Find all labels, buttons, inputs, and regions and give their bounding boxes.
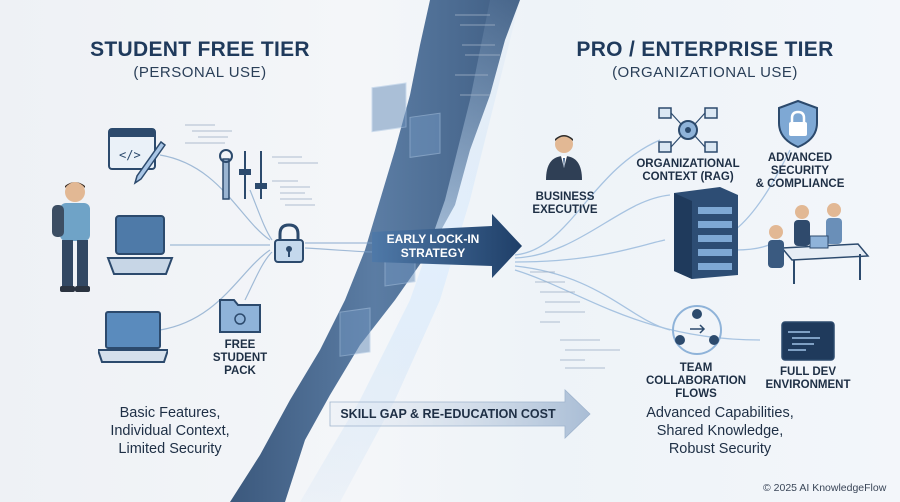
- right-summary: Advanced Capabilities, Shared Knowledge,…: [646, 405, 794, 457]
- light-bridge: [300, 0, 520, 502]
- code-editor-icon: </>: [108, 128, 167, 185]
- left-summary: Basic Features, Individual Context, Limi…: [110, 405, 230, 457]
- folder-icon: [219, 299, 261, 333]
- right-title: PRO / ENTERPRISE TIER: [576, 38, 834, 61]
- team-collaboration-icon: [672, 305, 722, 355]
- shield-icon: [778, 99, 818, 149]
- lock-icon: [274, 223, 304, 263]
- right-subtitle: (ORGANIZATIONAL USE): [612, 64, 798, 81]
- copyright-footer: © 2025 AI KnowledgeFlow: [763, 482, 887, 494]
- network-gear-icon: [658, 107, 718, 153]
- free-student-pack-label: FREE STUDENT PACK: [212, 339, 268, 377]
- laptop-icon: [98, 311, 168, 363]
- organizational-context-label: ORGANIZATIONAL CONTEXT (RAG): [636, 158, 740, 183]
- svg-text:</>: </>: [119, 148, 141, 162]
- tools-icon: [219, 149, 267, 200]
- lock-in-label: EARLY LOCK-IN STRATEGY: [386, 232, 480, 260]
- left-subtitle: (PERSONAL USE): [133, 64, 267, 81]
- laptop-icon: [106, 215, 174, 275]
- terminal-icon: [781, 321, 835, 361]
- server-icon: [674, 187, 738, 279]
- skill-gap-arrow: [329, 389, 591, 439]
- business-executive-label: BUSINESS EXECUTIVE: [532, 191, 598, 216]
- full-dev-environment-label: FULL DEV ENVIRONMENT: [765, 366, 851, 391]
- advanced-security-label: ADVANCED SECURITY & COMPLIANCE: [755, 152, 845, 190]
- left-title: STUDENT FREE TIER: [90, 38, 310, 61]
- student-icon: [52, 182, 90, 292]
- business-executive-icon: [546, 135, 582, 180]
- skill-gap-label: SKILL GAP & RE-EDUCATION COST: [340, 407, 556, 421]
- lock-in-arrow: [372, 214, 522, 278]
- team-collaboration-label: TEAM COLLABORATION FLOWS: [645, 362, 747, 400]
- team-meeting-icon: [768, 203, 870, 284]
